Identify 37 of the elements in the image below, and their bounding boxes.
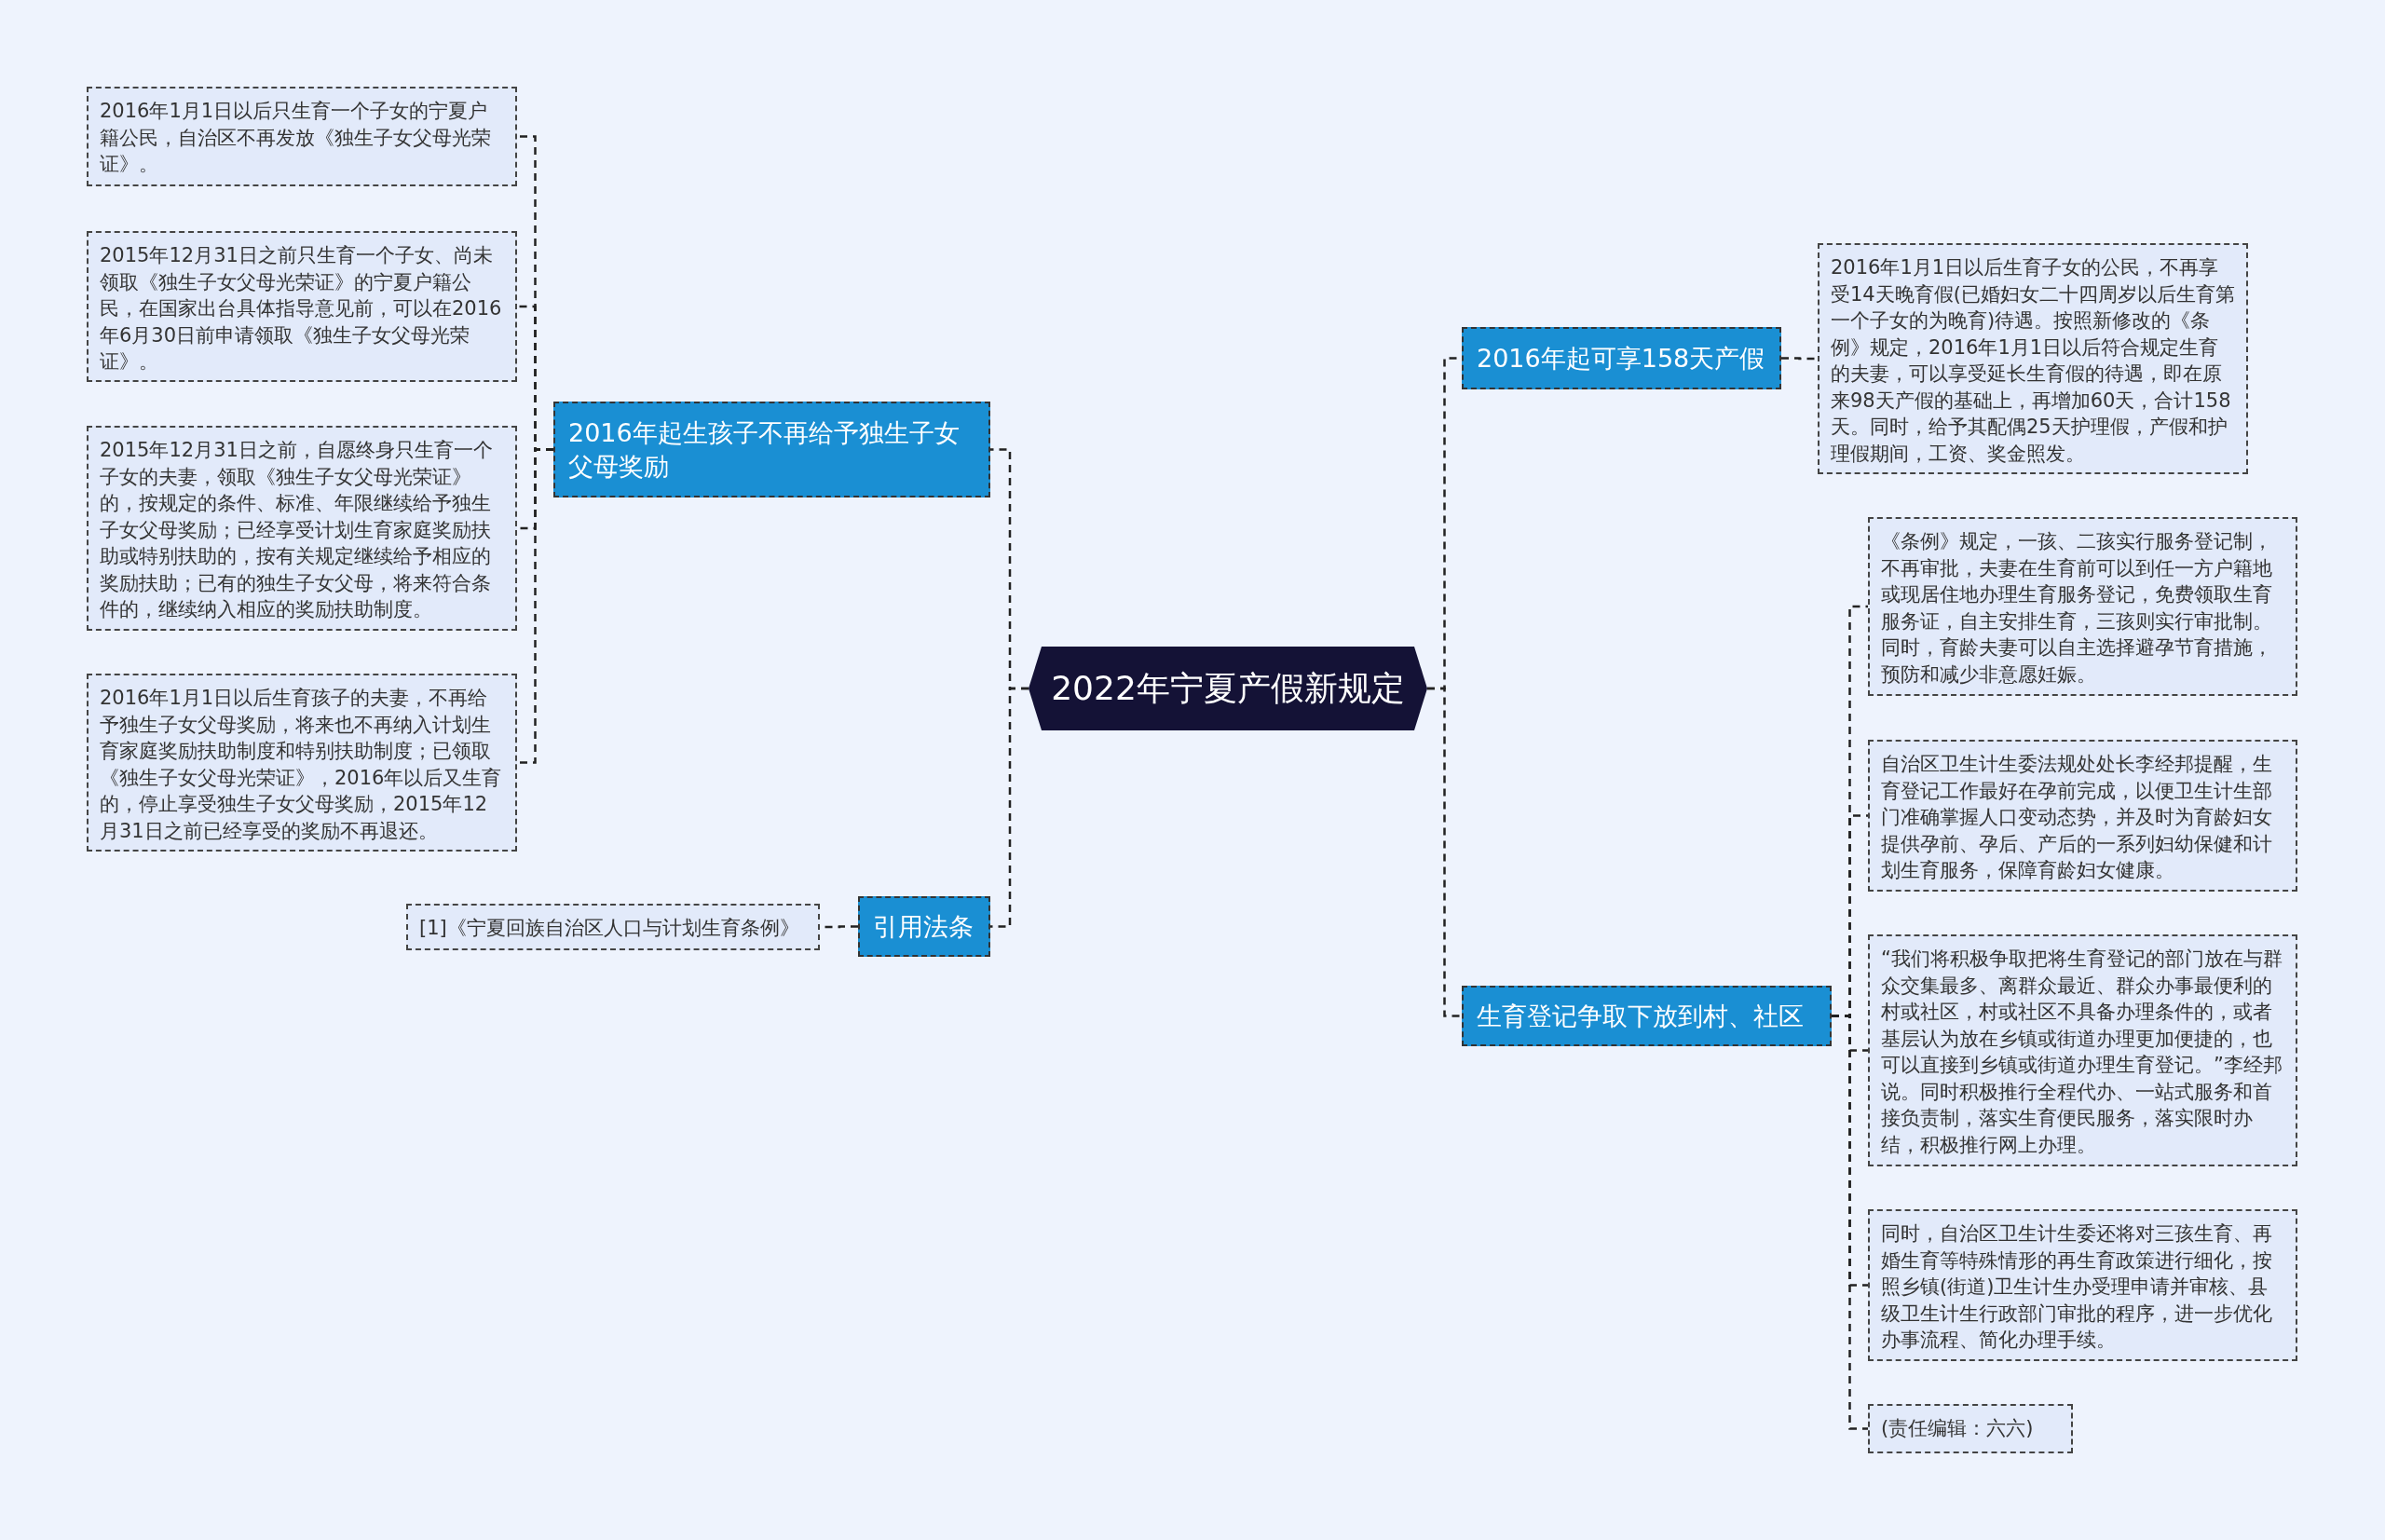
connector-line: [1427, 687, 1462, 1017]
topic-text: 2016年1月1日以后生育子女的公民，不再享受14天晚育假(已婚妇女二十四周岁以后生育第一个子女的为晚育)待遇。按照新修改的《条例》规定，2016年1月1日以后符合规定生育的夫妻，可以享受延长生育假的待遇，即在原来98天产假的基础上，再增加60天，合计158天。同时，给予其配偶25天护理假，产假和护理假期间，工资、奖金照发。: [1831, 256, 2235, 465]
note-box: [1818, 243, 2248, 474]
topic-text: 2022年宁夏产假新规定: [1051, 667, 1405, 709]
topic-text: 2015年12月31日之前只生育一个子女、尚未领取《独生子女父母光荣证》的宁夏户籍公民，在国家出台具体指导意见前，可以在2016年6月30日前申请领取《独生子女父母光荣证》。: [100, 244, 502, 373]
note-box: [1868, 1209, 2297, 1361]
note-box: [1868, 517, 2297, 696]
topic-text: 自治区卫生计生委法规处处长李经邦提醒，生育登记工作最好在孕前完成，以便卫生计生部门准确掌握人口变动态势，并及时为育龄妇女提供孕前、孕后、产后的一系列妇幼保健和计划生育服务，保障育龄妇女健康。: [1881, 753, 2272, 881]
topic-text: “我们将积极争取把将生育登记的部门放在与群众交集最多、离群众最近、群众办事最便利的村或社区，村或社区不具备办理条件的，或者基层认为放在乡镇或街道办理更加便捷的，也可以直接到乡镇或街道办理生育登记。”李经邦说。同时积极推行全程代办、一站式服务和首接负责制，落实生育便民服务，落实限时办结，积极推行网上办理。: [1881, 947, 2283, 1156]
topic-text: 同时，自治区卫生计生委还将对三孩生育、再婚生育等特殊情形的再生育政策进行细化，按照乡镇(街道)卫生计生办受理申请并审核、县级卫生计生行政部门审批的程序，进一步优化办事流程、简化办理手续。: [1881, 1222, 2272, 1351]
topic-text: 2016年起生孩子不再给予独生子女父母奖励: [568, 416, 961, 483]
note-box: [1868, 740, 2297, 892]
topic-text: 2016年起可享158天产假: [1477, 342, 1765, 375]
connector-line: [1832, 1015, 1868, 1430]
connector-line: [517, 448, 553, 764]
topic-text: 2016年1月1日以后生育孩子的夫妻，不再给予独生子女父母奖励，将来也不再纳入计划生育家庭奖励扶助制度和特别扶助制度；已领取《独生子女父母光荣证》，2016年以后又生育的，停止享受独生子女父母奖励，2015年12月31日之前已经享受的奖励不再退还。: [100, 687, 502, 842]
connector-line: [990, 687, 1029, 928]
central-topic-hexagon: [1029, 647, 1427, 730]
topic-text: [1]《宁夏回族自治区人口与计划生育条例》: [419, 917, 799, 939]
topic-box: [553, 402, 990, 497]
note-box: [87, 674, 517, 852]
topic-box: [1462, 986, 1832, 1046]
note-box: [406, 904, 820, 950]
connector-line: [1781, 357, 1818, 361]
topic-box: [1462, 327, 1781, 389]
topic-text: 引用法条: [873, 910, 974, 943]
note-box: [1868, 934, 2297, 1166]
topic-text: 《条例》规定，一孩、二孩实行服务登记制，不再审批，夫妻在生育前可以到任一方户籍地或现居住地办理生育服务登记，免费领取生育服务证，自主安排生育，三孩则实行审批制。同时，育龄夫妻可以自主选择避孕节育措施，预防和减少非意愿妊娠。: [1881, 530, 2272, 686]
topic-text: 2015年12月31日之前，自愿终身只生育一个子女的夫妻，领取《独生子女父母光荣证》的，按规定的条件、标准、年限继续给予独生子女父母奖励；已经享受计划生育家庭奖励扶助或特别扶助的，按有关规定继续给予相应的奖励扶助；已有的独生子女父母，将来符合条件的，继续纳入相应的奖励扶助制度。: [100, 439, 493, 620]
note-box: [87, 231, 517, 382]
topic-text: 生育登记争取下放到村、社区: [1477, 1000, 1804, 1032]
topic-box: [858, 896, 990, 957]
topic-text: (责任编辑：六六): [1881, 1417, 2034, 1439]
note-box: [87, 426, 517, 631]
note-box: [1868, 1404, 2073, 1453]
note-box: [87, 87, 517, 186]
topic-text: 2016年1月1日以后只生育一个子女的宁夏户籍公民，自治区不再发放《独生子女父母光荣证》。: [100, 100, 491, 175]
